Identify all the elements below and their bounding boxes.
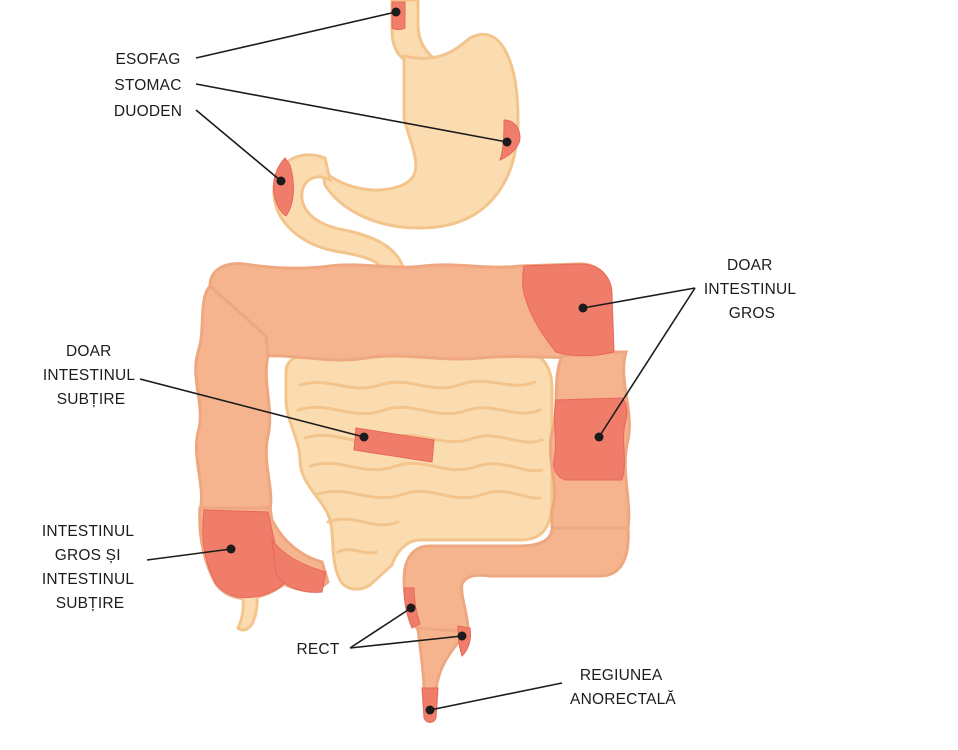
large-and-small-marker-dot	[226, 544, 236, 554]
labels: ESOFAG STOMAC DUODEN DOAR INTESTINUL SUB…	[42, 51, 800, 708]
large-only-label-line-1: DOAR	[727, 257, 773, 274]
esophagus-leader-line	[195, 11, 397, 59]
esophagus-marker-dot	[391, 7, 401, 17]
large-only-label: DOAR INTESTINUL GROS	[704, 257, 800, 322]
rectum-leader-line-1	[349, 607, 412, 649]
large-intestine-affected-zone-upper	[522, 263, 615, 357]
rectum-affected-zone-right	[457, 625, 471, 657]
large-only-leader-line-2	[598, 287, 696, 438]
small-only-leader-line	[139, 378, 365, 438]
large-only-label-line-3: GROS	[729, 305, 775, 322]
sigmoid-colon-shape	[402, 526, 630, 632]
esophagus-label: ESOFAG	[116, 51, 181, 68]
duodenum-marker-dot	[276, 176, 286, 186]
ileocecal-affected-zone	[271, 538, 327, 593]
large-and-small-label-line-4: SUBȚIRE	[56, 595, 125, 612]
small-intestine-loop-lines	[296, 379, 544, 555]
stomach-label: STOMAC	[114, 77, 181, 94]
anal-canal-shape	[421, 687, 439, 723]
duodenum-label: DUODEN	[114, 103, 182, 120]
small-only-label-line-2: INTESTINUL	[43, 367, 136, 384]
large-and-small-label: INTESTINUL GROS ȘI INTESTINUL SUBȚIRE	[42, 523, 138, 612]
large-and-small-leader-line	[146, 548, 232, 561]
anorectal-marker-dot	[425, 705, 435, 715]
small-intestine-affected-segment	[353, 427, 435, 463]
large-and-small-label-line-2: GROS ȘI	[55, 547, 121, 564]
stomach-shape	[319, 32, 520, 230]
anorectal-label: REGIUNEA ANORECTALĂ	[570, 667, 676, 708]
rectum-leader-line-2	[349, 635, 463, 649]
duodenum-leader-line	[195, 109, 282, 182]
upper-gi-tract	[272, 0, 521, 274]
anorectal-leader-line	[429, 682, 563, 711]
large-intestine	[194, 262, 631, 723]
large-only-marker-dot-1	[578, 303, 588, 313]
stomach-leader-line	[195, 83, 508, 143]
appendix-shape	[236, 586, 259, 632]
anorectal-label-line-2: ANORECTALĂ	[570, 691, 676, 708]
small-intestine	[284, 353, 554, 591]
marker-dots	[226, 7, 604, 715]
large-and-small-affected-zone	[202, 509, 285, 598]
large-only-leader-line-1	[582, 287, 696, 309]
rectum-label: RECT	[297, 641, 340, 658]
large-only-label-line-2: INTESTINUL	[704, 281, 797, 298]
leader-lines	[139, 11, 696, 711]
small-only-label: DOAR INTESTINUL SUBȚIRE	[43, 343, 139, 408]
small-only-label-line-3: SUBȚIRE	[57, 391, 126, 408]
small-only-marker-dot	[359, 432, 369, 442]
rectum-marker-dot-2	[457, 631, 467, 641]
large-and-small-label-line-1: INTESTINUL	[42, 523, 135, 540]
stomach-marker-dot	[502, 137, 512, 147]
large-and-small-label-line-3: INTESTINUL	[42, 571, 135, 588]
rectum-marker-dot-1	[406, 603, 416, 613]
large-intestine-affected-zone-lower	[553, 397, 628, 481]
anorectal-label-line-1: REGIUNEA	[580, 667, 663, 684]
small-only-label-line-1: DOAR	[66, 343, 112, 360]
large-only-marker-dot-2	[594, 432, 604, 442]
